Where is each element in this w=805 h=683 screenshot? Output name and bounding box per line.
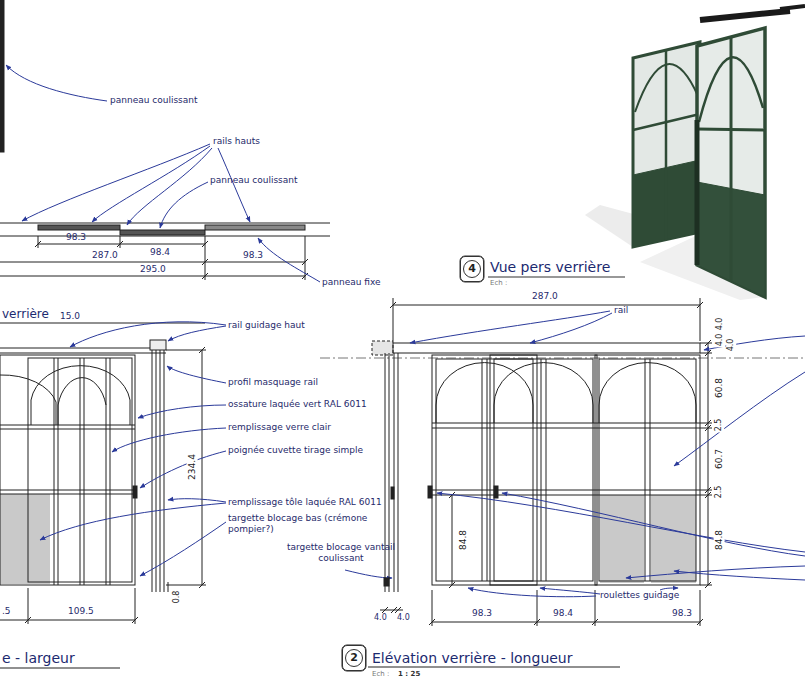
annotation-label: Vue pers verrière bbox=[490, 259, 610, 276]
view-number-badge: 2 bbox=[342, 645, 366, 671]
dimension-text: 60.8 bbox=[714, 377, 725, 399]
annotation-label: panneau fixe bbox=[322, 277, 381, 288]
annotation-label: 1 : 25 bbox=[398, 670, 420, 678]
annotation-label: panneau coulissant bbox=[210, 175, 298, 186]
annotation-label: Ech : bbox=[490, 279, 507, 287]
view-number: 4 bbox=[463, 260, 481, 278]
view-number-badge: 4 bbox=[460, 256, 484, 282]
annotation-label: 4.0 bbox=[397, 613, 410, 623]
view-number: 2 bbox=[345, 649, 363, 667]
annotation-label: targette blocage bas (crémone pompier?) bbox=[228, 513, 378, 535]
dimension-text: 2.5 bbox=[714, 485, 724, 500]
annotation-label: verrière bbox=[2, 307, 49, 321]
annotation-label: Elévation verrière - longueur bbox=[372, 650, 573, 667]
annotation-label: remplissage verre clair bbox=[228, 422, 331, 433]
dimension-text: 84.8 bbox=[714, 529, 725, 551]
annotation-label: rail bbox=[614, 305, 628, 316]
annotation-label: profil masquage rail bbox=[228, 377, 318, 388]
annotation-label: 98.3 bbox=[243, 250, 263, 261]
dimension-text: 60.7 bbox=[714, 448, 725, 470]
annotation-label: 4.0 bbox=[374, 613, 387, 623]
annotation-label: panneau coulissant bbox=[110, 95, 198, 106]
annotation-label: 98.3 bbox=[66, 232, 86, 243]
annotation-label: targette blocage vantail coulissant bbox=[282, 542, 400, 564]
annotation-label: 98.3 bbox=[672, 608, 692, 619]
annotation-label: .5 bbox=[2, 606, 11, 617]
dimension-text: 4.0 bbox=[715, 317, 725, 332]
annotation-label: 15.0 bbox=[60, 311, 80, 322]
dimension-text: 2.5 bbox=[714, 418, 724, 433]
annotation-label: 287.0 bbox=[532, 291, 558, 302]
dimension-text: 234.4 bbox=[187, 453, 198, 481]
annotation-label: 98.4 bbox=[553, 608, 573, 619]
annotation-label: ossature laquée vert RAL 6011 bbox=[228, 399, 367, 410]
annotation-label: remplissage tôle laquée RAL 6011 bbox=[228, 497, 382, 508]
annotation-label: poignée cuvette tirage simple bbox=[228, 445, 363, 456]
annotation-label: Ech : bbox=[372, 670, 389, 678]
dimension-text: 4.0 bbox=[726, 338, 736, 353]
dimension-text: 4.0 bbox=[715, 333, 725, 348]
annotation-label: 98.3 bbox=[472, 608, 492, 619]
dimension-text: 0.8 bbox=[172, 590, 182, 605]
annotation-label: 109.5 bbox=[68, 606, 94, 617]
annotation-label: rail guidage haut bbox=[228, 320, 305, 331]
annotation-label: roulettes guidage bbox=[600, 590, 679, 601]
annotation-label: 295.0 bbox=[140, 264, 166, 275]
annotation-label: 287.0 bbox=[92, 250, 118, 261]
dimension-text: 84.8 bbox=[458, 529, 469, 551]
annotation-label: e - largeur bbox=[2, 650, 75, 667]
annotation-label: rails hauts bbox=[213, 136, 260, 147]
annotation-label: 98.4 bbox=[150, 247, 170, 258]
